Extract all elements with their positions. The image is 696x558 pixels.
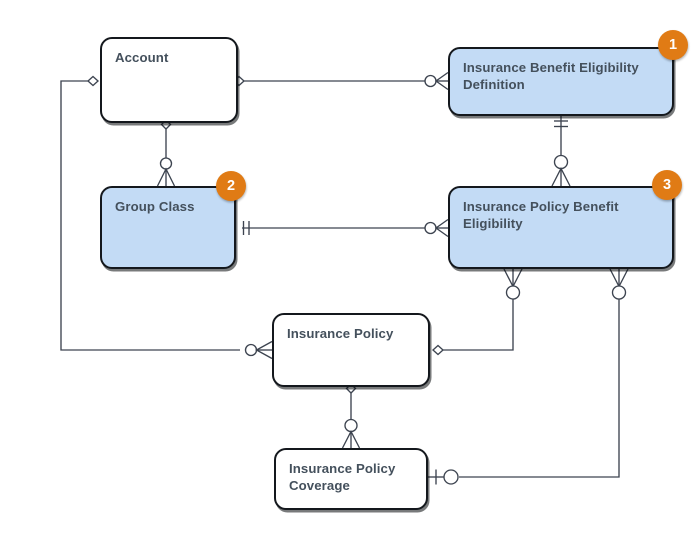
badge-2[interactable]: 2 [216, 171, 246, 201]
connector-ibed-to-ipbe[interactable] [551, 116, 571, 187]
badge-1[interactable]: 1 [658, 30, 688, 60]
entity-insurance-policy-benefit-eligibility[interactable]: Insurance Policy Benefit Eligibility [448, 186, 674, 269]
badge-3[interactable]: 3 [652, 170, 682, 200]
entity-insurance-benefit-eligibility-definition-label: Insurance Benefit Eligibility Definition [463, 60, 639, 92]
entity-insurance-policy-coverage-label: Insurance Policy Coverage [289, 461, 396, 493]
entity-account-label: Account [115, 50, 169, 65]
entity-insurance-policy-coverage[interactable]: Insurance Policy Coverage [274, 448, 428, 510]
connector-account-to-group-class[interactable] [156, 119, 176, 187]
entity-account[interactable]: Account [100, 37, 238, 123]
entity-group-class-label: Group Class [115, 199, 195, 214]
connector-account-to-insurance-policy[interactable] [60, 75, 273, 360]
entity-insurance-benefit-eligibility-definition[interactable]: Insurance Benefit Eligibility Definition [448, 47, 674, 116]
entity-group-class[interactable]: Group Class [100, 186, 236, 269]
entity-insurance-policy[interactable]: Insurance Policy [272, 313, 430, 387]
connector-insurance-policy-to-coverage[interactable] [341, 383, 361, 449]
connector-ipbe-to-insurance-policy[interactable] [431, 268, 523, 356]
entity-insurance-policy-label: Insurance Policy [287, 326, 394, 341]
connector-ipbe-to-insurance-policy-coverage[interactable] [428, 268, 629, 485]
connector-group-class-to-ipbe[interactable] [242, 218, 449, 238]
entity-insurance-policy-benefit-eligibility-label: Insurance Policy Benefit Eligibility [463, 199, 619, 231]
connector-account-to-ibed[interactable] [232, 71, 449, 91]
